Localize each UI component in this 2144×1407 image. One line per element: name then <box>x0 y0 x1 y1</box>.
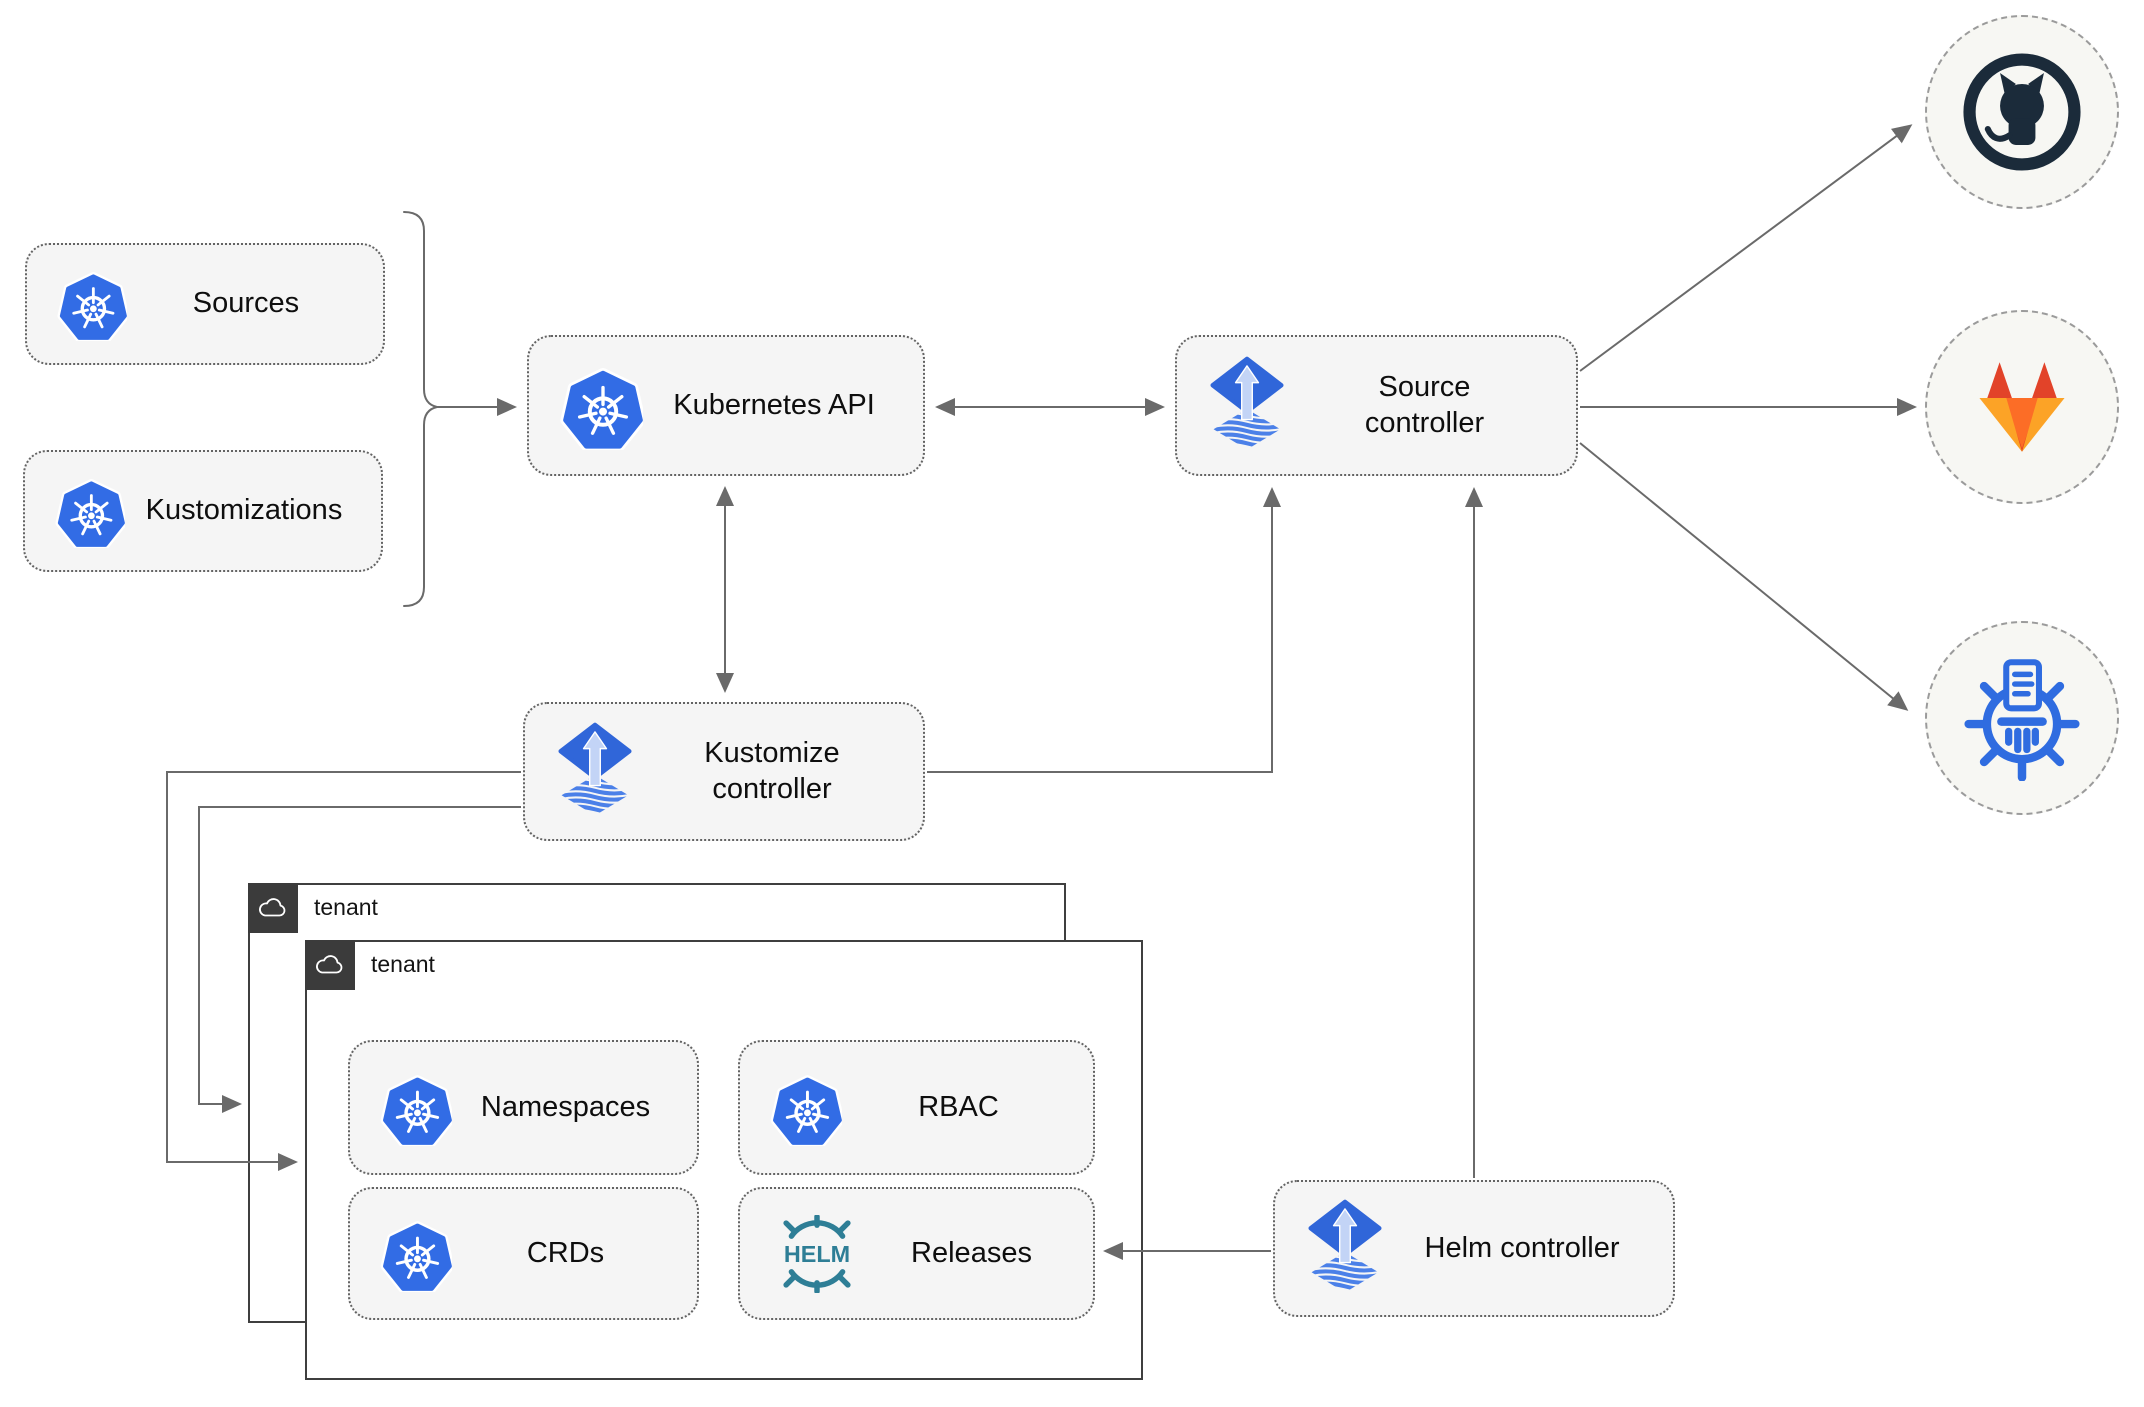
flux-icon <box>1203 356 1291 455</box>
node-label: Sources <box>192 287 300 320</box>
node-label: Kustomize controller <box>704 737 840 805</box>
edge-source-controller-github <box>1579 124 1913 372</box>
cloud-icon <box>314 953 346 977</box>
node-source-controller: Source controller <box>1175 335 1578 476</box>
node-label: Kubernetes API <box>673 388 875 421</box>
node-label: Namespaces <box>480 1090 651 1123</box>
tenant-tab <box>305 940 355 990</box>
node-crds: CRDs <box>348 1187 699 1320</box>
node-label: Kustomizations <box>145 494 343 527</box>
flux-icon <box>1301 1199 1389 1298</box>
node-kustomize-controller: Kustomize controller <box>523 702 925 841</box>
github-node <box>1925 15 2119 209</box>
cloud-icon <box>257 896 289 920</box>
gitlab-icon <box>1979 362 2065 452</box>
node-namespaces: Namespaces <box>348 1040 699 1175</box>
node-label: CRDs <box>526 1236 605 1269</box>
tenant-label: tenant <box>314 894 378 920</box>
kubernetes-icon <box>376 1070 452 1146</box>
node-releases: HELM Releases <box>738 1187 1095 1320</box>
flux-icon <box>551 722 639 821</box>
edge-source-controller-kustomize-registry <box>1579 442 1909 711</box>
tenant-label: tenant <box>371 951 435 977</box>
kustomize-icon <box>1964 659 2080 781</box>
node-rbac: RBAC <box>738 1040 1095 1175</box>
node-helm-controller: Helm controller <box>1273 1180 1675 1317</box>
node-kubernetes-api: Kubernetes API <box>527 335 925 476</box>
kubernetes-icon <box>376 1216 452 1292</box>
tenant-tab <box>248 883 298 933</box>
node-kustomizations: Kustomizations <box>23 450 383 572</box>
kubernetes-icon <box>51 474 125 548</box>
node-label: Helm controller <box>1424 1231 1620 1264</box>
edge-brace <box>403 211 438 607</box>
kustomize-registry-node <box>1925 621 2119 815</box>
github-icon <box>1963 53 2081 171</box>
helm-icon: HELM <box>766 1215 868 1293</box>
node-label: RBAC <box>918 1090 999 1123</box>
node-label: Releases <box>911 1236 1032 1269</box>
node-sources: Sources <box>25 243 385 365</box>
helm-logo-text: HELM <box>784 1240 850 1266</box>
tenant-frame-front: tenant Namespaces RBAC CRDs HELM Release… <box>305 940 1143 1380</box>
kubernetes-icon <box>555 362 643 450</box>
kubernetes-icon <box>766 1070 842 1146</box>
kubernetes-icon <box>53 267 127 341</box>
edge-kustomize-controller-source-controller <box>927 487 1281 773</box>
gitlab-node <box>1925 310 2119 504</box>
node-label: Source controller <box>1364 371 1485 439</box>
